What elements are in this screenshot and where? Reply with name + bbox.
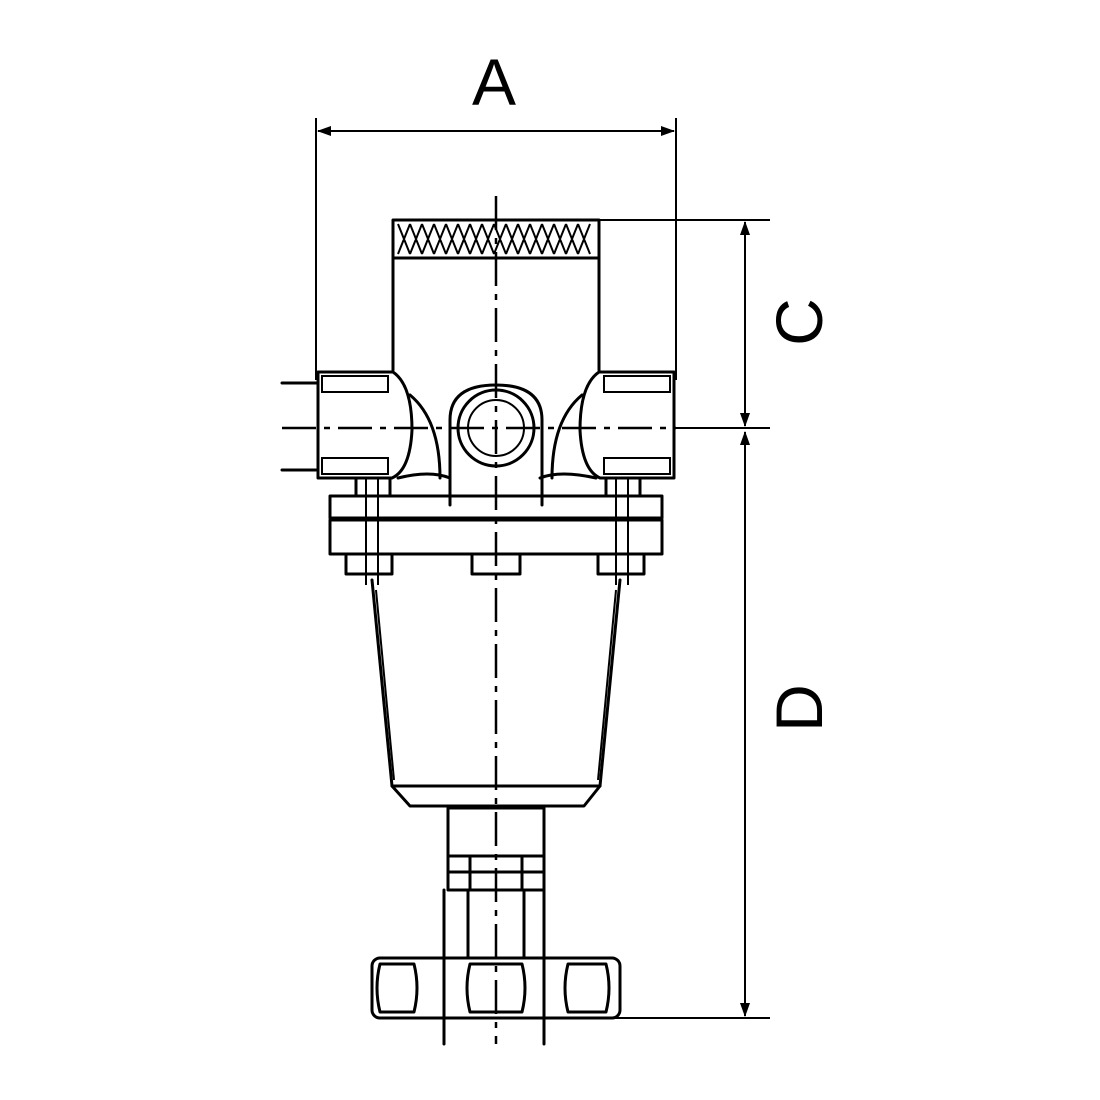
left-port-thread-top	[321, 375, 389, 393]
housing-inner-right	[597, 589, 617, 781]
center-lines	[282, 196, 676, 1044]
knurl-pattern	[397, 223, 591, 255]
label-d: D	[762, 684, 836, 732]
nut-left	[344, 554, 394, 576]
handwheel-grip-2	[465, 962, 527, 1014]
right-port-thread-bottom	[603, 457, 671, 475]
housing-base	[390, 784, 602, 808]
flange-top-plate	[328, 494, 664, 520]
left-port-boss	[316, 370, 414, 480]
right-port-boss	[578, 370, 676, 480]
housing-inner-left	[375, 589, 395, 781]
dimension-c: C	[600, 219, 836, 429]
label-a: A	[472, 45, 516, 119]
handwheel-grip-1	[375, 962, 419, 1014]
dimension-a: A	[315, 45, 677, 380]
right-port-thread-top	[603, 375, 671, 393]
bolt-head-left	[354, 476, 392, 498]
body-bridge	[396, 393, 598, 480]
left-port-thread-bottom	[321, 457, 389, 475]
dimension-d: D	[610, 431, 836, 1019]
nut-right	[596, 554, 646, 576]
label-c: C	[762, 298, 836, 346]
bolt-head-right	[604, 476, 642, 498]
handwheel-grip-3	[563, 962, 611, 1014]
